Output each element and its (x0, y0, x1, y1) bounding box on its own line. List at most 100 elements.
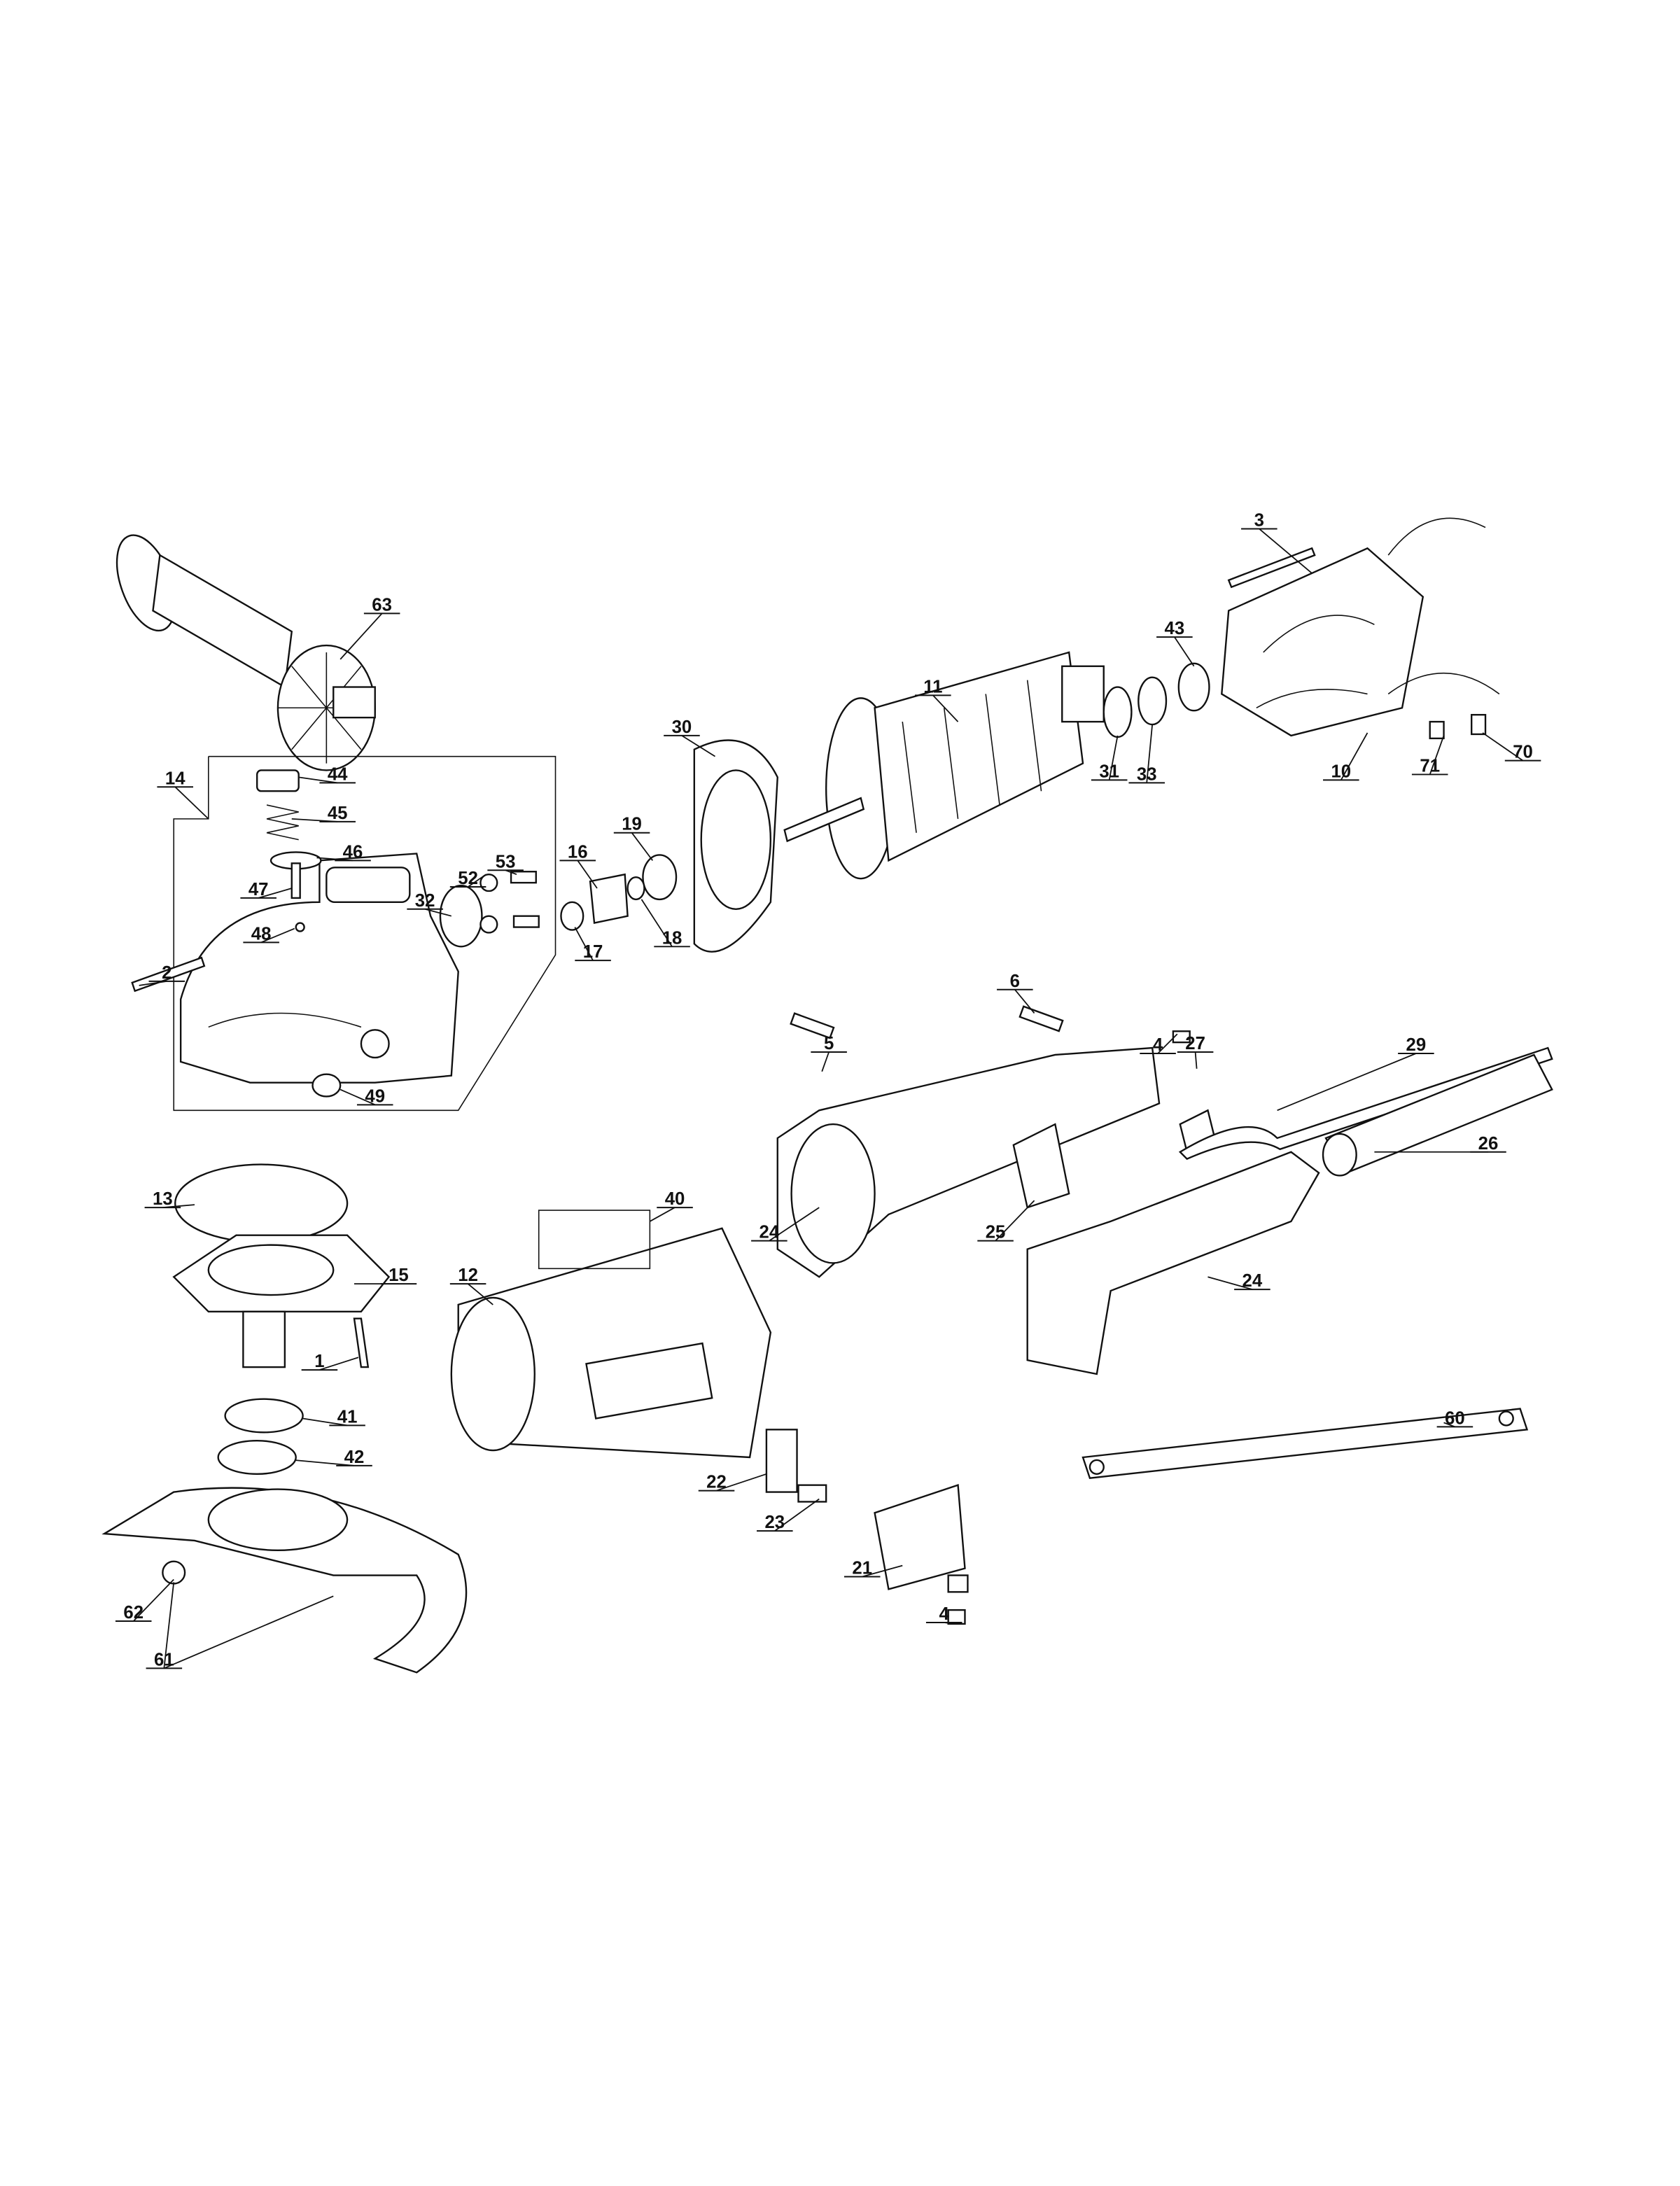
leader-line (260, 927, 295, 944)
leader-lines (133, 528, 1524, 1669)
leader-line (995, 1200, 1035, 1242)
callout-number: 17 (583, 942, 603, 962)
leader-line (1014, 989, 1035, 1014)
callout-number: 71 (1420, 756, 1440, 776)
callout: 31 (1091, 762, 1128, 781)
callout-number: 19 (622, 815, 642, 834)
callout-number: 41 (337, 1407, 358, 1427)
leader-line (932, 694, 959, 722)
leader-line (424, 908, 452, 917)
callout-number: 4 (939, 1604, 950, 1624)
callout: 14 (157, 769, 193, 788)
callout: 42 (336, 1448, 372, 1467)
callout-number: 23 (764, 1513, 785, 1532)
callout: 61 (146, 1650, 183, 1669)
callout-number: 2 (162, 963, 172, 983)
callout-number: 33 (1137, 764, 1157, 784)
leader-line (298, 776, 338, 784)
leader-line (1259, 528, 1312, 574)
leader-line (716, 1473, 767, 1492)
callout: 23 (757, 1513, 793, 1532)
callout-number: 26 (1478, 1134, 1499, 1154)
callout-number: 63 (372, 595, 392, 615)
leader-line (1108, 735, 1119, 780)
callout: 49 (356, 1086, 393, 1106)
part-motor-housing (450, 1210, 772, 1459)
callout: 30 (664, 717, 700, 737)
leader-line (468, 874, 486, 888)
part-rod-and-grip (1178, 1046, 1553, 1177)
callout: 40 (657, 1189, 693, 1209)
callout-number: 12 (458, 1266, 478, 1285)
callout: 4 (1140, 1035, 1176, 1055)
callout-number: 29 (1406, 1035, 1427, 1055)
leader-line (340, 612, 383, 660)
callout-number: 21 (852, 1559, 872, 1578)
part-handle-housing (776, 1005, 1320, 1625)
callout-number: 48 (251, 924, 272, 944)
callout-number: 5 (824, 1034, 834, 1053)
callout: 71 (1411, 756, 1448, 776)
callout: 32 (407, 891, 443, 911)
callout: 3 (1241, 511, 1278, 531)
callout: 6 (997, 972, 1033, 991)
callout: 47 (240, 880, 276, 899)
callout-number: 62 (123, 1603, 144, 1623)
part-side-handle (115, 534, 376, 771)
callout: 18 (654, 928, 690, 948)
leader-line (1194, 1051, 1198, 1069)
leader-line (862, 1564, 903, 1578)
leader-line (1277, 1053, 1417, 1112)
callout-number: 10 (1331, 762, 1351, 781)
callout-number: 30 (672, 717, 692, 737)
leader-line (574, 927, 594, 961)
callout: 27 (1177, 1034, 1214, 1053)
callout: 2 (148, 963, 186, 983)
callout: 12 (449, 1266, 486, 1285)
callout-number: 6 (1010, 972, 1020, 991)
callout-number: 40 (665, 1189, 685, 1209)
callout: 13 (144, 1189, 181, 1209)
callout-number: 31 (1099, 762, 1119, 781)
callout: 24 (751, 1223, 788, 1242)
callout: 16 (559, 842, 596, 862)
part-field-stator (1221, 517, 1500, 740)
leader-line (1174, 636, 1195, 667)
leader-line (1146, 724, 1154, 783)
leader-line (1340, 732, 1368, 780)
callout: 33 (1128, 764, 1165, 784)
callout: 25 (977, 1223, 1014, 1242)
callout-number: 3 (1254, 511, 1264, 531)
callout-number: 47 (248, 880, 269, 899)
callout: 21 (844, 1559, 881, 1578)
callout: 44 (319, 764, 356, 784)
callout: 22 (698, 1473, 735, 1492)
callout-number: 4 (1153, 1035, 1163, 1055)
leader-line (769, 1207, 820, 1242)
leader-line (1482, 732, 1524, 762)
leader-line (577, 860, 598, 889)
callout: 45 (319, 804, 356, 823)
callout: 15 (380, 1266, 417, 1285)
leader-line (631, 832, 654, 861)
part-brush-holders (765, 1429, 969, 1593)
leader-line (163, 1595, 334, 1669)
callout: 53 (487, 852, 524, 871)
callout-number: 14 (165, 769, 186, 788)
callout-number: 22 (706, 1473, 727, 1492)
callout: 43 (1156, 619, 1193, 638)
leader-line (821, 1051, 830, 1072)
callout: 46 (335, 842, 371, 862)
callout: 29 (1398, 1035, 1434, 1055)
leader-line (1157, 1033, 1178, 1054)
leader-line (302, 1417, 348, 1427)
callout-number: 52 (458, 869, 478, 888)
part-spanner-wrench (1082, 1408, 1529, 1480)
callout: 17 (575, 942, 611, 962)
callout-number: 42 (344, 1448, 365, 1467)
callout-number: 44 (328, 764, 348, 784)
leader-line (163, 1582, 175, 1669)
part-spindle-assembly (102, 1163, 468, 1674)
